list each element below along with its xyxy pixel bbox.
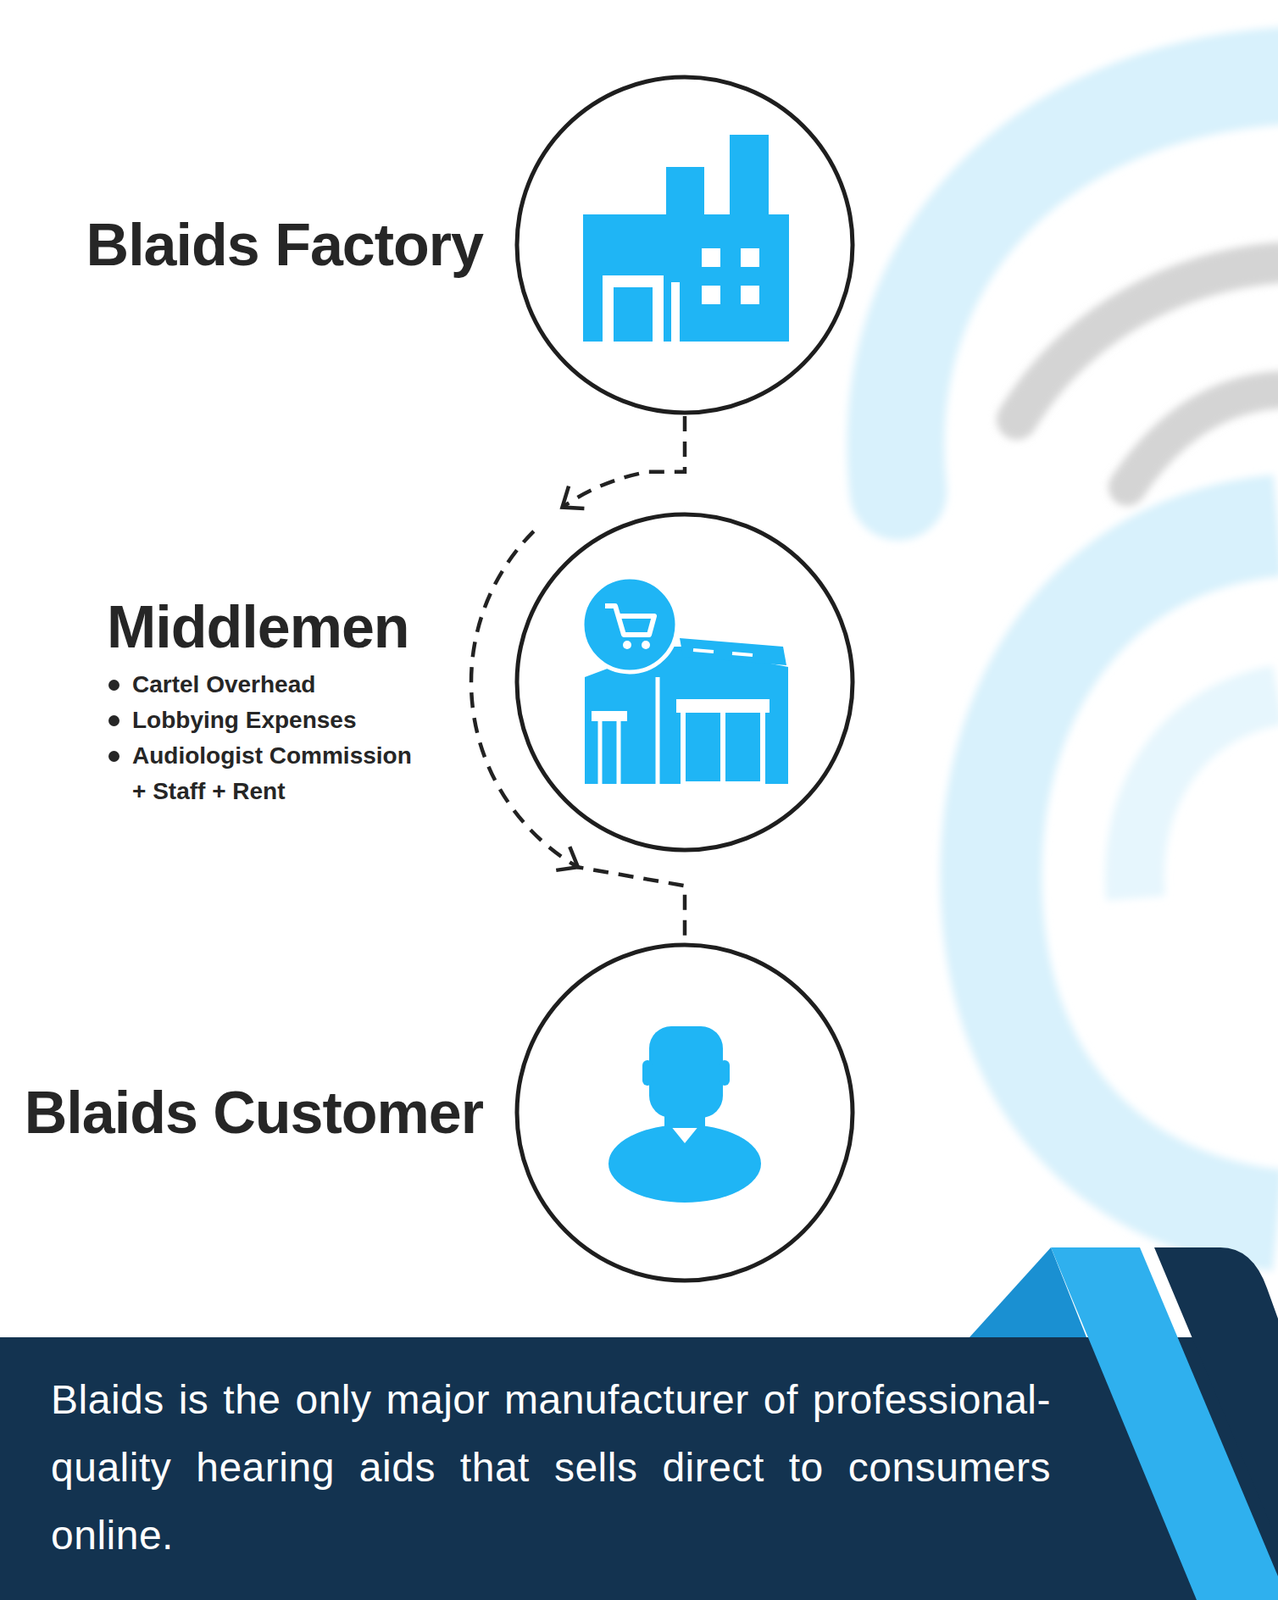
ear-graphic (895, 76, 1278, 1221)
dashed-line (471, 531, 685, 942)
person-icon (608, 1026, 762, 1203)
arrow-head (561, 486, 584, 509)
node-heading: Blaids Customer (24, 1080, 484, 1146)
middlemen-label: MiddlemenCartel OverheadLobbying Expense… (106, 593, 429, 810)
customer-node: Blaids Customer (513, 941, 856, 1284)
middlemen-node: MiddlemenCartel OverheadLobbying Expense… (513, 511, 856, 854)
dashed-line (561, 416, 685, 508)
bullet-item: Cartel Overhead (106, 666, 429, 703)
dashed-connector (561, 416, 685, 509)
circle-outline (513, 73, 856, 417)
factory-node: Blaids Factory (513, 73, 856, 417)
bullet-item: Audiologist Commission + Staff + Rent (106, 738, 429, 810)
store-icon (582, 577, 789, 784)
caption-text: Blaids is the only major manufacturer of… (50, 1366, 1051, 1570)
node-heading: Middlemen (106, 593, 429, 662)
dashed-connector (471, 531, 685, 942)
factory-icon (583, 134, 790, 342)
node-heading: Blaids Factory (86, 212, 484, 278)
bullet-item: Lobbying Expenses (106, 702, 429, 739)
circle-outline (513, 941, 856, 1284)
arrow-head (555, 846, 578, 871)
ribbon-stripe (1050, 1247, 1278, 1600)
ribbon-dark (1154, 1247, 1278, 1543)
caption-band (0, 1337, 1278, 1600)
circle-outline (513, 511, 856, 854)
